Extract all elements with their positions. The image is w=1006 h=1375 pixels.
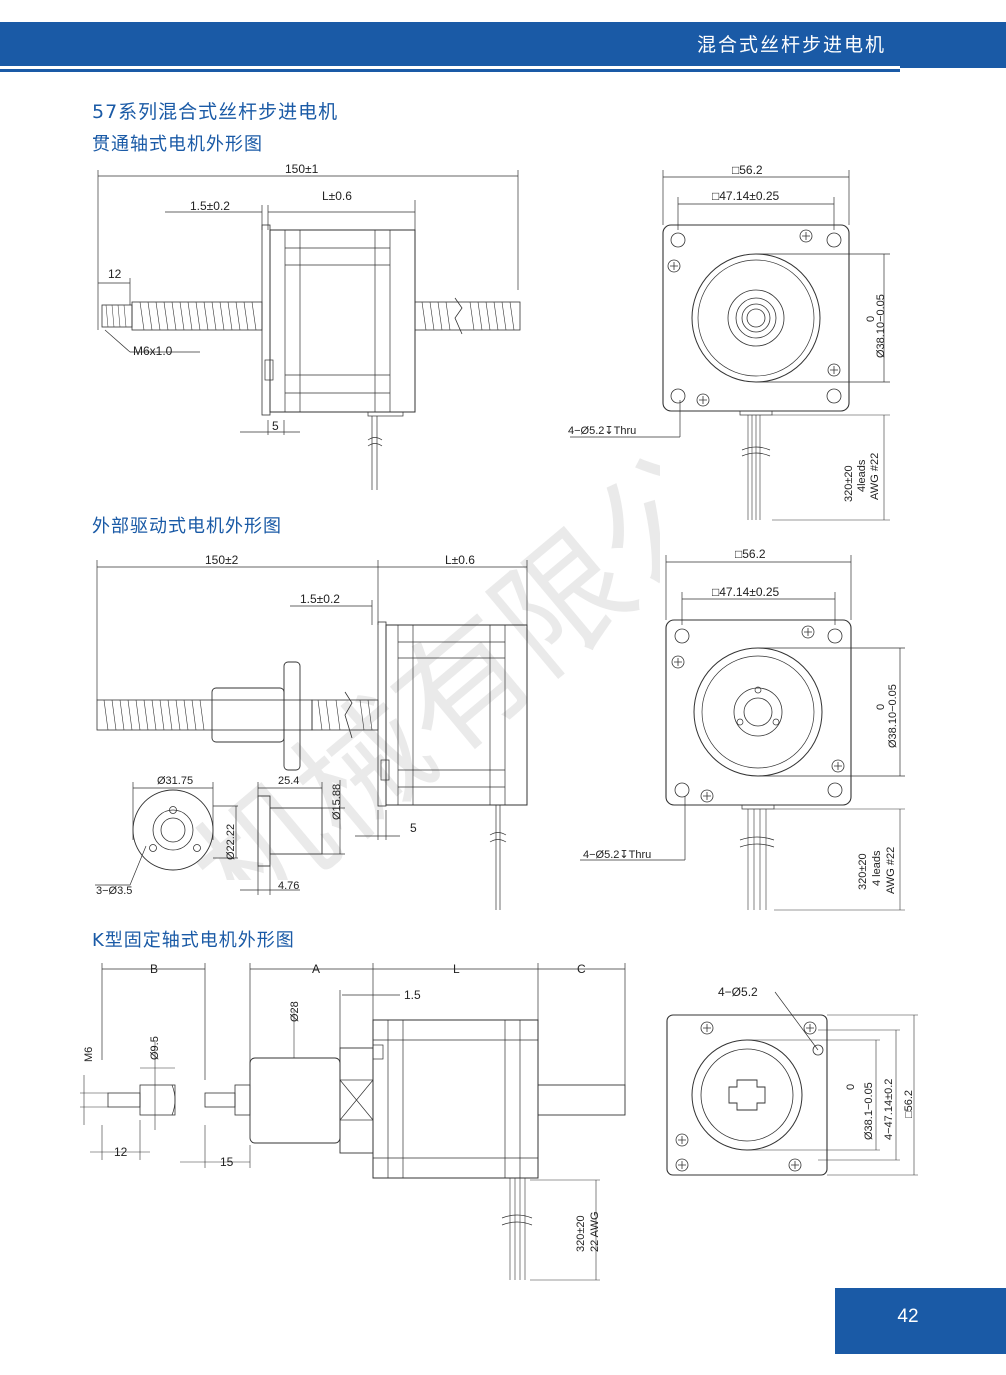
k-type-front-view: 4−Ø5.2 0 Ø38.1−0.05 4−47.14±0.2 □56.2: [666, 985, 918, 1176]
front1-lead-2: 4leads: [856, 459, 868, 492]
front1-square: □56.2: [732, 163, 763, 177]
front2-lead-3: AWG #22: [885, 847, 897, 894]
k-dim-15: 15: [220, 1155, 234, 1169]
front1-pilot-top: 0: [865, 316, 877, 322]
nut-od: Ø31.75: [157, 775, 193, 787]
dim-flange: 1.5±0.2: [190, 199, 230, 213]
external-drive-side-view: 150±2 L±0.6 1.5±0.2 5: [96, 553, 528, 910]
k-dim-c: C: [577, 962, 586, 976]
through-shaft-side-view: 150±1 1.5±0.2 L±0.6 12 M6x1.0 5: [97, 162, 521, 490]
nut-bolt-circle: Ø22.22: [225, 824, 237, 860]
front2-pilot: Ø38.10−0.05: [887, 684, 899, 748]
dim-length-l: L±0.6: [322, 189, 352, 203]
k-lead-1: 320±20: [575, 1215, 587, 1252]
nut-flange-thk: 4.76: [278, 880, 299, 892]
section-title: 57系列混合式丝杆步进电机: [92, 101, 339, 123]
dim-boss: 5: [272, 419, 279, 433]
through-shaft-front-view: □56.2 □47.14±0.25 0 Ø38.10−0.05 4−Ø5.2↧T…: [568, 163, 890, 521]
k-dim-m6: M6: [83, 1047, 95, 1062]
k-dim-d28: Ø28: [289, 1001, 301, 1022]
dim-overall-150: 150±1: [285, 162, 319, 176]
front1-pilot: Ø38.10−0.05: [875, 294, 887, 358]
front1-lead-3: AWG #22: [869, 453, 881, 500]
k-dim-b: B: [150, 962, 158, 976]
k-type-title: K型固定轴式电机外形图: [92, 930, 295, 951]
external-drive-front-view: □56.2 □47.14±0.25 0 Ø38.10−0.05 4−Ø5.2↧T…: [580, 547, 905, 911]
k-type-side-view: B A L C 1.5 Ø28 M6 Ø9.5 12 15 320±20 22 …: [80, 962, 626, 1281]
front2-holes: 4−Ø5.2↧Thru: [583, 849, 651, 861]
header-title: 混合式丝杆步进电机: [696, 34, 886, 56]
ext-flange: 1.5±0.2: [300, 592, 340, 606]
ext-boss: 5: [410, 821, 417, 835]
front1-pitch: □47.14±0.25: [712, 189, 780, 203]
page-number: 42: [897, 1306, 919, 1327]
front1-lead-1: 320±20: [843, 465, 855, 502]
k-front-pilot-top: 0: [845, 1084, 857, 1090]
nut-shank: Ø15.88: [331, 784, 343, 820]
front2-pitch: □47.14±0.25: [712, 585, 780, 599]
k-front-square: □56.2: [903, 1090, 915, 1118]
front2-square: □56.2: [735, 547, 766, 561]
k-dim-12: 12: [114, 1145, 128, 1159]
front1-holes: 4−Ø5.2↧Thru: [568, 425, 636, 437]
k-front-holes: 4−Ø5.2: [718, 985, 758, 999]
nut-len: 25.4: [278, 775, 299, 787]
through-shaft-title: 贯通轴式电机外形图: [92, 134, 263, 155]
ext-overall: 150±2: [205, 553, 239, 567]
page-number-tab: 42: [835, 1288, 1006, 1354]
k-front-pitch: 4−47.14±0.2: [883, 1079, 895, 1140]
front2-pilot-top: 0: [875, 704, 887, 710]
k-dim-flange: 1.5: [404, 988, 421, 1002]
k-lead-2: 22 AWG: [589, 1211, 601, 1252]
dim-thread: M6x1.0: [133, 344, 173, 358]
external-drive-title: 外部驱动式电机外形图: [92, 516, 282, 537]
k-dim-d95: Ø9.5: [149, 1036, 161, 1060]
nut-holes: 3−Ø3.5: [96, 885, 132, 897]
nut-detail: Ø31.75 25.4 Ø15.88 Ø22.22 3−Ø3.5 4.76: [95, 775, 345, 897]
k-front-pilot: Ø38.1−0.05: [863, 1082, 875, 1140]
front2-lead-2: 4 leads: [871, 850, 883, 886]
header-band: [0, 22, 1006, 72]
front2-lead-1: 320±20: [857, 853, 869, 890]
k-dim-l: L: [453, 962, 460, 976]
dim-thread-len: 12: [108, 267, 122, 281]
ext-length: L±0.6: [445, 553, 475, 567]
k-dim-a: A: [312, 962, 320, 976]
